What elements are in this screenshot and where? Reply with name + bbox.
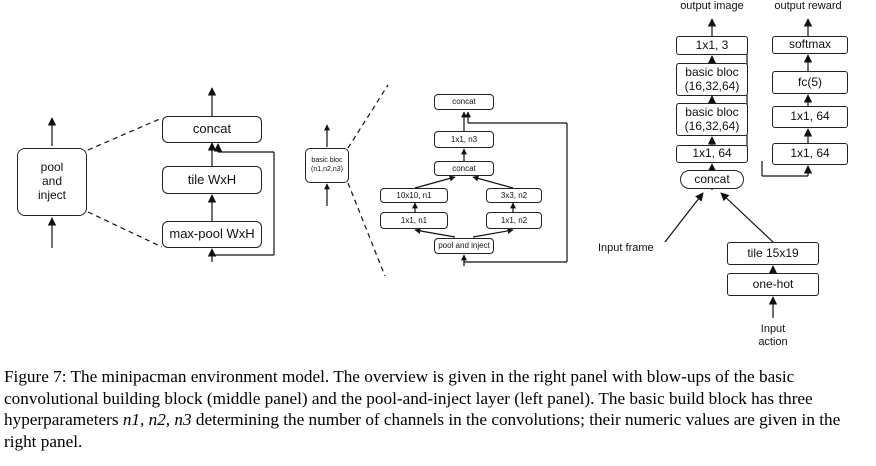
concat-top-box: concat [434,94,494,110]
softmax-box: softmax [772,36,848,54]
figure-diagram: pool and inject concat tile WxH max-pool… [17,0,848,348]
concat-mid-box: concat [434,161,494,176]
diagram-connectors [47,18,813,318]
basic-bloc-a-box: basic bloc (16,32,64) [676,63,748,96]
fc-box: fc(5) [772,71,848,94]
input-action-label: Input action [758,323,788,348]
caption-text-1: Figure 7: The minipacman environment mod… [4,367,813,429]
conv-10x10-box: 10x10, n1 [380,188,448,203]
maxpool-box: max-pool WxH [162,221,262,248]
pool-inject-block: pool and inject [17,148,87,216]
caption-math: n1, n2, n3 [122,410,192,429]
conv-1x1-n2-box: 1x1, n2 [486,212,542,229]
basic-bloc-b-box: basic bloc (16,32,64) [676,103,748,136]
figure-caption: Figure 7: The minipacman environment mod… [4,366,872,452]
concat-right-box: concat [680,170,744,189]
zoom-line-top [87,117,163,151]
conv-3x3-box: 3x3, n2 [486,188,542,203]
tile-15x19-box: tile 15x19 [727,242,819,265]
tile-box: tile WxH [162,166,262,194]
output-image-label: output image [680,0,744,12]
conv-n3-box: 1x1, n3 [434,131,494,148]
conv-1x1-64-r2-box: 1x1, 64 [772,143,848,165]
pool-and-inject-box: pool and inject [434,238,494,254]
output-reward-label: output reward [774,0,842,12]
zoom-line-mid-bottom [347,182,386,277]
zoom-line-bottom [87,211,163,248]
caption-text-2: determining the number of channels in th… [4,410,841,451]
conv-1x1-n1-box: 1x1, n1 [380,212,448,229]
conv-1x1-64-left-box: 1x1, 64 [676,145,748,163]
one-hot-box: one-hot [727,273,819,296]
zoom-line-mid-top [347,84,389,149]
input-frame-label: Input frame [598,242,654,254]
conv-1x1-64-r1-box: 1x1, 64 [772,106,848,128]
concat-box: concat [162,116,262,143]
basic-bloc-block: basic bloc (n1,n2,n3) [305,148,349,183]
conv-1x1-3-box: 1x1, 3 [676,36,748,55]
